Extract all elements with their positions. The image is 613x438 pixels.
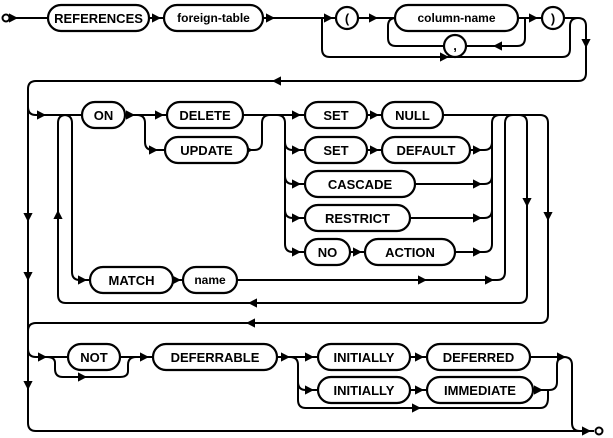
node-null-box (380, 100, 445, 130)
node-delete-box (165, 100, 245, 130)
node-on-label: ON (94, 108, 114, 123)
node-references-box (46, 3, 151, 33)
rail-action-merge (410, 114, 501, 253)
node-no-box (303, 237, 352, 267)
node-name-box (181, 265, 239, 295)
node-column-name-label: column-name (417, 11, 495, 25)
node-action-label: ACTION (385, 245, 435, 260)
node-cascade-label: CASCADE (328, 177, 393, 192)
rail-action-branch (276, 114, 305, 253)
node-cascade: CASCADE (303, 169, 417, 199)
node-immediate-label: IMMEDIATE (444, 383, 516, 398)
rail-paren-bypass (321, 17, 579, 58)
node-on: ON (80, 100, 127, 130)
node-column-name-box (393, 3, 520, 33)
node-update-label: UPDATE (180, 143, 233, 158)
node-set-default-set: SET (303, 135, 369, 165)
node-deferrable: DEFERRABLE (151, 342, 279, 372)
rail-comma-loop (387, 17, 526, 47)
node-match-label: MATCH (109, 273, 155, 288)
node-restrict-box (303, 203, 412, 233)
node-left-paren: ( (334, 5, 360, 31)
node-match: MATCH (88, 265, 175, 295)
node-comma: , (442, 33, 468, 59)
node-not-box (66, 342, 122, 372)
node-immediate-box (425, 375, 535, 405)
node-foreign-table: foreign-table (162, 3, 265, 33)
node-null-label: NULL (395, 108, 430, 123)
node-set-null-set-label: SET (323, 108, 348, 123)
railroad-nodes: REFERENCES foreign-table ( column-name ,… (46, 3, 566, 405)
node-right-paren-circle (540, 5, 566, 31)
node-column-name: column-name (393, 3, 520, 33)
rail-bottom-merge (530, 356, 594, 432)
node-update: UPDATE (163, 135, 250, 165)
node-foreign-table-box (162, 3, 265, 33)
rail-group-exit (27, 114, 549, 332)
node-right-paren: ) (540, 5, 566, 31)
node-comma-circle (442, 33, 468, 59)
node-action: ACTION (363, 237, 457, 267)
rail-on-row (27, 106, 305, 151)
node-not-label: NOT (80, 350, 108, 365)
node-restrict-label: RESTRICT (325, 211, 390, 226)
railroad-rails (10, 17, 594, 432)
node-update-box (163, 135, 250, 165)
node-initially-deferred-initially-box (316, 342, 412, 372)
node-delete: DELETE (165, 100, 245, 130)
node-initially-immediate-initially: INITIALLY (316, 375, 412, 405)
node-on-box (80, 100, 127, 130)
node-immediate: IMMEDIATE (425, 375, 535, 405)
end-terminal (594, 426, 604, 436)
node-set-default-set-label: SET (323, 143, 348, 158)
node-deferrable-label: DEFERRABLE (171, 350, 260, 365)
node-deferrable-box (151, 342, 279, 372)
node-restrict: RESTRICT (303, 203, 412, 233)
node-delete-label: DELETE (179, 108, 231, 123)
node-initially-deferred-initially: INITIALLY (316, 342, 412, 372)
node-foreign-table-label: foreign-table (177, 11, 250, 25)
node-no: NO (303, 237, 352, 267)
node-name: name (181, 265, 239, 295)
node-default-label: DEFAULT (397, 143, 456, 158)
node-references: REFERENCES (46, 3, 151, 33)
rail-loop-back (57, 114, 528, 304)
node-action-box (363, 237, 457, 267)
node-set-null-set: SET (303, 100, 369, 130)
node-initially-deferred-initially-label: INITIALLY (334, 350, 395, 365)
node-null: NULL (380, 100, 445, 130)
node-left-paren-circle (334, 5, 360, 31)
node-initially-immediate-initially-box (316, 375, 412, 405)
node-references-label: REFERENCES (54, 11, 143, 26)
node-initially-immediate-initially-label: INITIALLY (334, 383, 395, 398)
node-match-box (88, 265, 175, 295)
node-comma-label: , (453, 38, 457, 53)
node-deferred: DEFERRED (425, 342, 532, 372)
node-not: NOT (66, 342, 122, 372)
node-cascade-box (303, 169, 417, 199)
node-no-label: NO (318, 245, 338, 260)
node-deferred-box (425, 342, 532, 372)
node-set-null-set-box (303, 100, 369, 130)
node-left-paren-label: ( (345, 11, 350, 26)
node-deferred-label: DEFERRED (443, 350, 515, 365)
flow-arrowheads (9, 13, 591, 436)
start-terminal (1, 13, 11, 23)
node-default-box (380, 135, 472, 165)
node-default: DEFAULT (380, 135, 472, 165)
node-set-default-set-box (303, 135, 369, 165)
node-right-paren-label: ) (551, 11, 555, 26)
node-name-label: name (194, 273, 226, 287)
